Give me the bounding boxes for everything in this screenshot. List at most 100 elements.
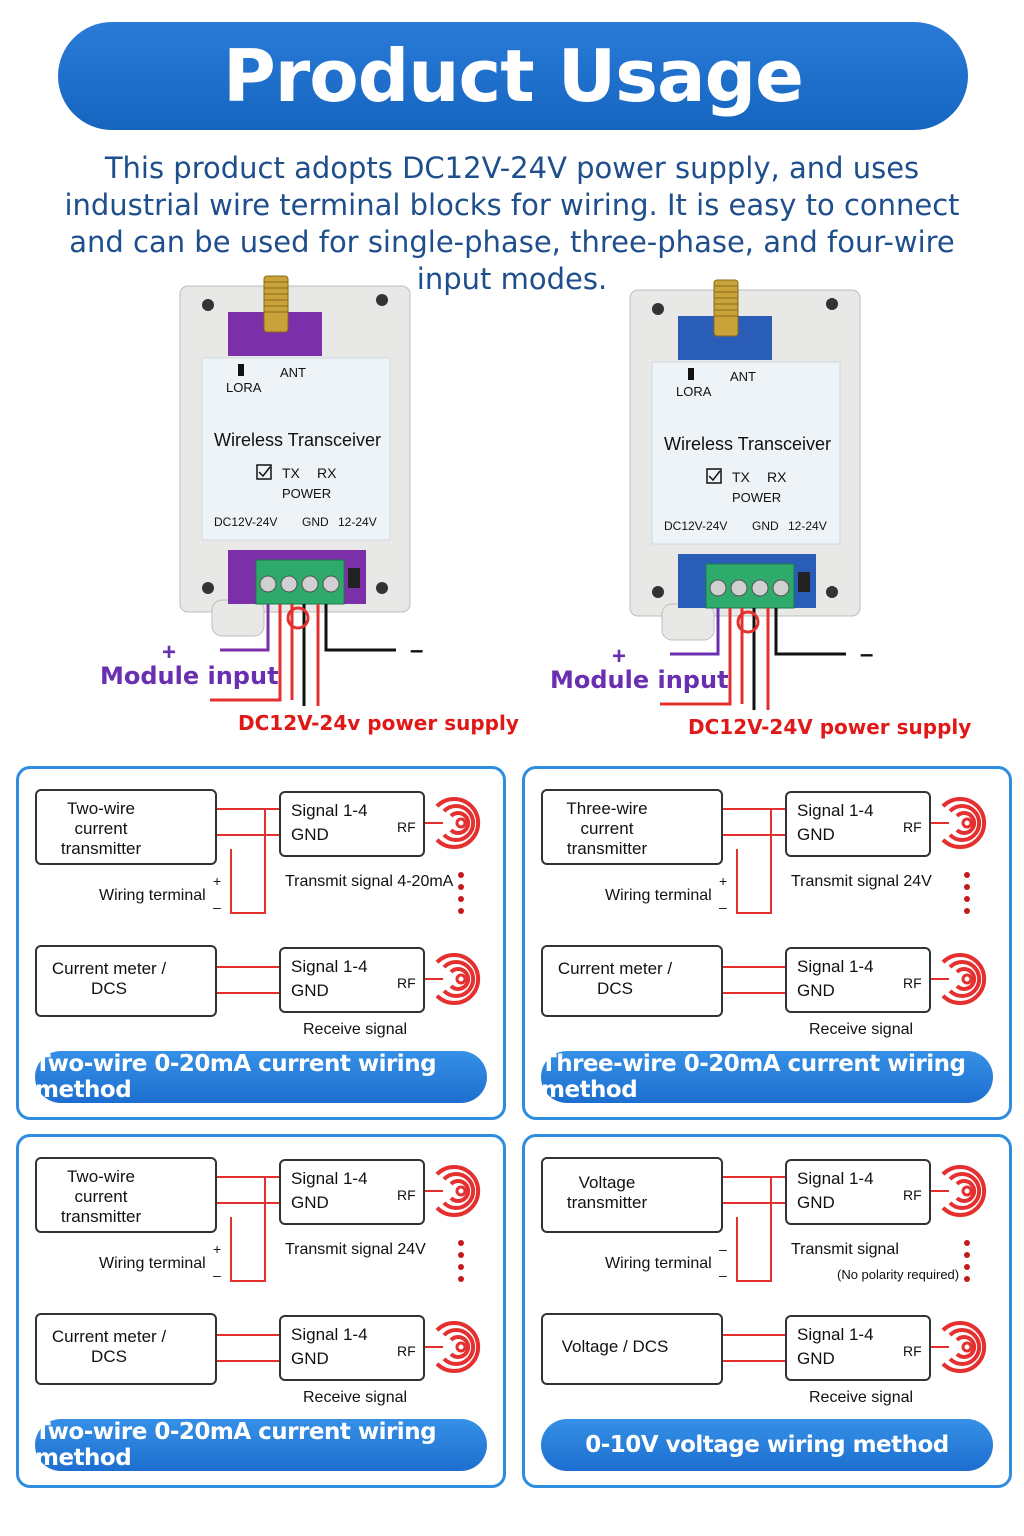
signal-label: Signal 1-4 [797,801,874,820]
terminal-plus: – [719,1241,727,1257]
signal-label: Signal 1-4 [291,957,368,976]
rf-label: RF [903,975,922,991]
label-plate [201,357,391,541]
rx-label: RX [767,469,787,485]
gnd-label: GND [302,515,329,529]
receiver-device-box: Current meter / DCS [35,945,217,1017]
rf-arc [948,1172,982,1210]
transmitter-device-box: Two-wire current transmitter [35,1157,217,1233]
gnd-label: GND [291,1349,329,1368]
component [798,572,810,592]
rf-wave-icon [435,1321,481,1373]
rf-arc [948,960,982,998]
terminal-minus: – [719,899,727,915]
terminal-screw [322,575,340,593]
wire-input [220,604,270,652]
signal-label: Signal 1-4 [291,1325,368,1344]
signal-dot [458,872,464,878]
gnd-label: GND [752,519,779,533]
terminal-screw [280,575,298,593]
gnd-label: GND [797,1349,835,1368]
signal-dot [964,884,970,890]
minus-sign: – [860,641,873,668]
dc-label: DC12V-24V [214,515,277,529]
screw-hole [202,299,214,311]
signal-label: Signal 1-4 [797,1169,874,1188]
lora-led [688,368,694,380]
range-label: 12-24V [788,519,827,533]
wire-loop [286,606,310,630]
screw-hole [652,586,664,598]
screw-hole [652,303,664,315]
range-label: 12-24V [338,515,377,529]
terminal-plus: + [719,873,728,889]
gnd-label: GND [797,981,835,1000]
terminal-screw [709,579,727,597]
rf-dot [455,1341,467,1353]
rf-arc [948,804,982,842]
wiring-method-title: Three-wire 0-20mA current wiring method [541,1051,993,1103]
rx-label: RX [317,465,337,481]
rf-arc [948,1328,982,1366]
wire-supply-red [210,604,282,702]
rf-label: RF [397,975,416,991]
title-banner: Product Usage [58,22,968,130]
rf-arc [449,1179,471,1203]
power-label: POWER [732,490,781,505]
rf-label: RF [397,819,416,835]
receive-signal-label: Receive signal [303,1021,408,1038]
rf-arc [449,1335,471,1359]
rf-arc [955,1179,977,1203]
rf-wave-icon [435,953,481,1005]
terminal-minus: – [213,1267,221,1283]
rf-dot [961,817,973,829]
screw-hole [826,586,838,598]
terminal-screw [772,579,790,597]
check-mark [258,466,271,478]
module-name: Wireless Transceiver [214,430,381,450]
tx-label: TX [732,469,751,485]
rf-arc [941,797,987,849]
signal-label: Signal 1-4 [797,1325,874,1344]
plus-sign: + [162,639,176,666]
wire-minus [774,608,846,656]
rf-wave-icon [435,797,481,849]
wire-supply-red [660,608,732,706]
rf-label: RF [903,1343,922,1359]
rf-arc [955,811,977,835]
rf-dot [455,1185,467,1197]
gnd-label: GND [291,981,329,1000]
gnd-label: GND [797,1193,835,1212]
receiver-device-label: Current meter / DCS [51,1327,167,1366]
plus-sign: + [612,643,626,670]
mount-tab [661,603,715,641]
transmitter-device-box: Three-wire current transmitter [541,789,723,865]
rf-arc [941,953,987,1005]
signal-dot [964,1252,970,1258]
checkbox [256,464,272,480]
wiring-terminal-label: Wiring terminal [605,887,712,904]
ant-label: ANT [730,369,756,384]
module-input-label: Module input [550,666,729,694]
wiring-panel-2: Three-wire current transmitter Signal 1-4… [522,766,1012,1120]
rf-dot [455,973,467,985]
rf-label: RF [397,1187,416,1203]
signal-dot [964,896,970,902]
wire [230,809,266,914]
gnd-label: GND [291,1193,329,1212]
power-label: POWER [282,486,331,501]
receive-signal-label: Receive signal [809,1389,914,1406]
rf-arc [442,1172,476,1210]
rf-arc [442,960,476,998]
checkbox [706,468,722,484]
terminal-screw [259,575,277,593]
antenna-connector [713,279,739,337]
terminal-screw [301,575,319,593]
signal-dot [964,1240,970,1246]
transmitter-device-label: Two-wire current transmitter [60,799,142,858]
rf-arc [941,1165,987,1217]
